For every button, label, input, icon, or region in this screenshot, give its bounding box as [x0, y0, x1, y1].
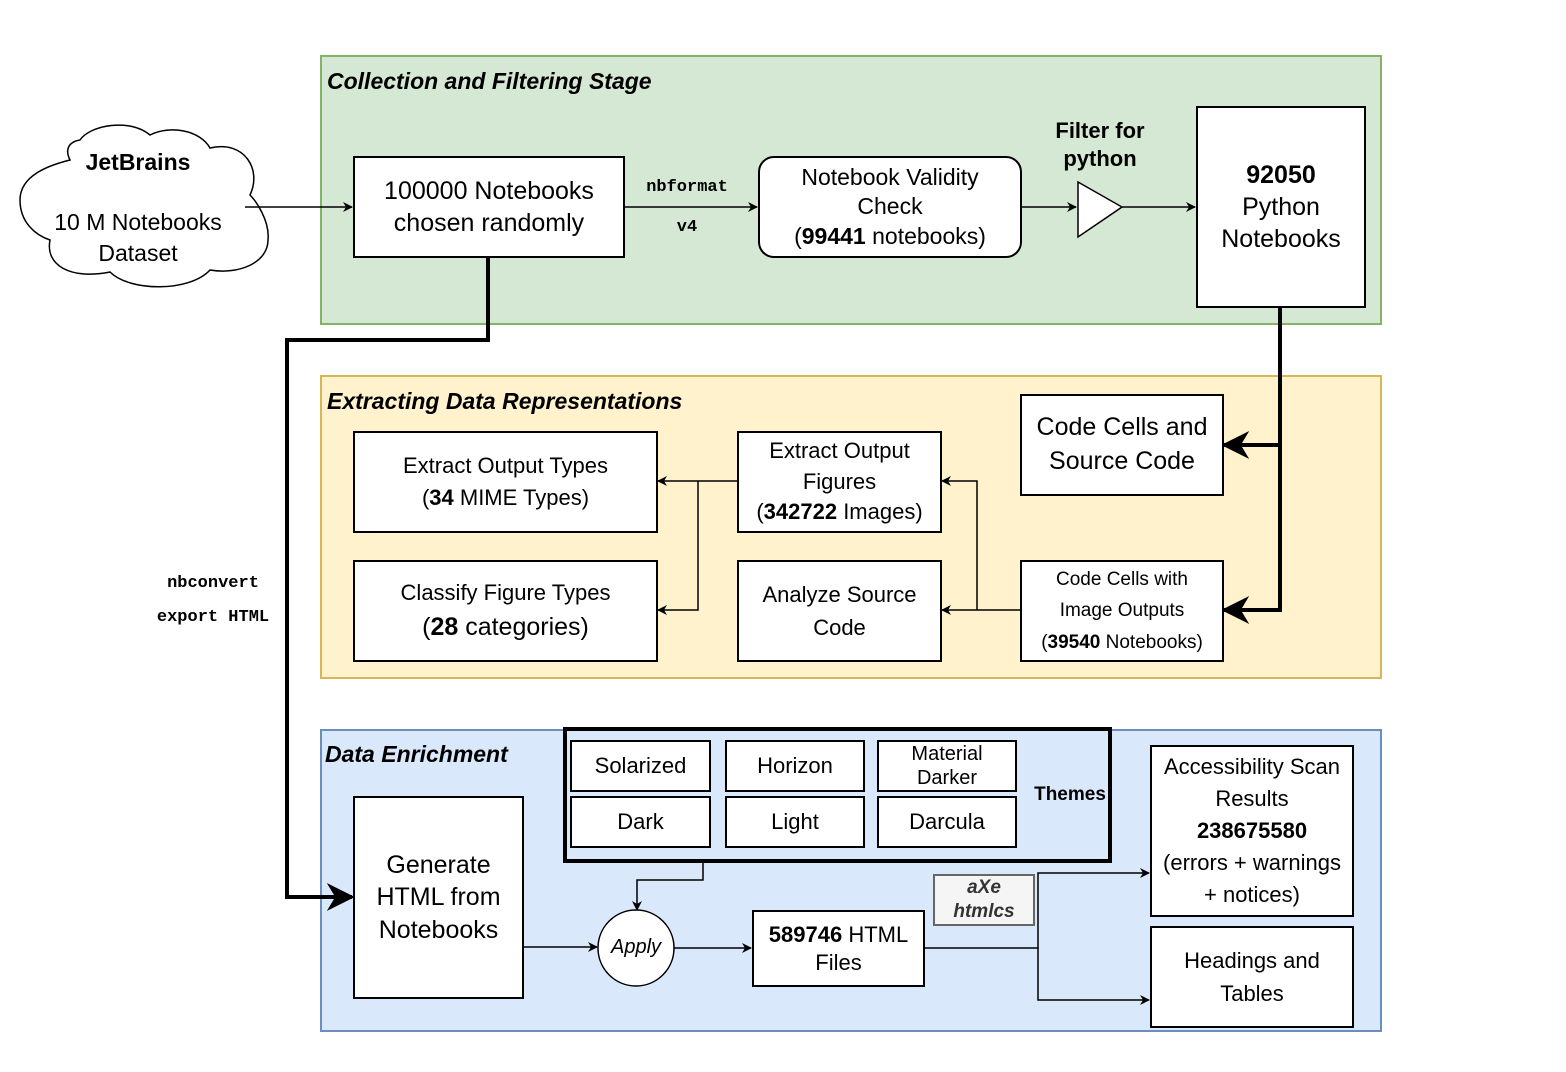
axe-htmlcs-tools-box: aXe htmlcs [933, 874, 1035, 926]
theme-dark: Dark [570, 796, 711, 848]
analyze-line2: Code [813, 615, 866, 640]
generate-html-box: Generate HTML from Notebooks [353, 796, 524, 999]
nbconvert-label: nbconvert [167, 574, 259, 593]
classify-line2: (28 categories) [422, 612, 589, 641]
code-cells-line2: Source Code [1049, 447, 1195, 475]
validity-check-box: Notebook Validity Check (99441 notebooks… [758, 156, 1022, 258]
apply-label: Apply [610, 936, 662, 958]
python-line2: Notebooks [1221, 225, 1341, 253]
output-figures-line1: Extract Output [769, 437, 910, 463]
extracting-stage-title: Extracting Data Representations [327, 388, 683, 414]
imageoutputs-to-figures-arrow [941, 476, 978, 610]
headings-tables-box: Headings and Tables [1150, 926, 1354, 1028]
code-cells-image-outputs-box: Code Cells with Image Outputs (39540 Not… [1020, 560, 1224, 662]
code-cells-line1: Code Cells and [1036, 413, 1208, 442]
generate-line3: Notebooks [378, 915, 499, 944]
validity-line3: (99441 notebooks) [794, 222, 986, 249]
figures-to-classify-arrow [657, 481, 699, 615]
image-outputs-line1: Code Cells with [1056, 568, 1188, 590]
generate-line2: HTML from [376, 883, 501, 912]
classify-figure-types-box: Classify Figure Types (28 categories) [353, 560, 658, 662]
html-to-headings-arrow [1037, 948, 1150, 1005]
output-types-line1: Extract Output Types [402, 453, 609, 479]
random-line1: 100000 Notebooks [384, 176, 594, 205]
filter-triangle [1077, 180, 1124, 239]
random-line2: chosen randomly [393, 209, 585, 237]
validity-line1: Notebook Validity [801, 163, 979, 190]
headings-line2: Tables [1220, 981, 1284, 1006]
image-outputs-line2: Image Outputs [1059, 600, 1185, 622]
html-files-line1: 589746 HTML [768, 922, 909, 947]
theme-material-darker: Material Darker [877, 740, 1017, 792]
random-notebooks-box: 100000 Notebooks chosen randomly [353, 156, 625, 258]
python-notebooks-box: 92050 Python Notebooks [1196, 106, 1366, 308]
python-to-imageoutputs-arrow [1221, 445, 1282, 624]
accessibility-line1: Accessibility Scan [1163, 754, 1341, 780]
extract-output-figures-box: Extract Output Figures (342722 Images) [737, 431, 942, 533]
output-figures-line2: Figures [802, 468, 877, 494]
themes-label: Themes [1034, 784, 1106, 805]
headings-line1: Headings and [1184, 948, 1320, 973]
cloud-title: JetBrains [85, 149, 191, 175]
enrichment-stage-title: Data Enrichment [325, 741, 508, 767]
extract-output-types-box: Extract Output Types (34 MIME Types) [353, 431, 658, 533]
python-to-codecells-arrow [1221, 308, 1282, 459]
collection-stage-title: Collection and Filtering Stage [327, 68, 652, 94]
html-files-box: 589746 HTML Files [752, 910, 925, 987]
output-types-line2: (34 MIME Types) [421, 485, 590, 510]
theme-horizon: Horizon [725, 740, 865, 792]
accessibility-line4: + notices) [1204, 881, 1300, 907]
cloud-line2: Dataset [98, 240, 178, 266]
analyze-line1: Analyze Source [762, 582, 917, 607]
nbformat-label: nbformat [646, 178, 728, 197]
output-figures-line3: (342722 Images) [756, 499, 923, 525]
image-outputs-line3: (39540 Notebooks) [1041, 631, 1203, 653]
accessibility-line2: Results [1215, 786, 1289, 812]
filter-label-line2: python [1063, 146, 1137, 171]
html-files-line2: Files [815, 949, 862, 975]
generate-line1: Generate [386, 850, 491, 879]
export-html-label: export HTML [156, 608, 270, 627]
python-count: 92050 [1246, 161, 1316, 189]
accessibility-count: 238675580 [1196, 818, 1308, 844]
tools-line1: aXe [967, 877, 1001, 899]
accessibility-line3: (errors + warnings [1163, 849, 1341, 875]
analyze-source-code-box: Analyze Source Code [737, 560, 942, 662]
theme-darcula: Darcula [877, 796, 1017, 848]
code-cells-source-box: Code Cells and Source Code [1020, 394, 1224, 496]
html-to-accessibility-arrow [925, 868, 1150, 949]
validity-line2: Check [857, 193, 923, 220]
theme-solarized: Solarized [570, 740, 711, 792]
cloud-line1: 10 M Notebooks [54, 209, 222, 235]
jetbrains-cloud-shape [19, 124, 269, 288]
theme-material-line1: Material [911, 743, 983, 765]
accessibility-scan-box: Accessibility Scan Results 238675580 (er… [1150, 745, 1354, 917]
v4-label: v4 [676, 218, 698, 237]
themes-to-apply-arrow [632, 862, 704, 911]
filter-label-line1: Filter for [1055, 118, 1145, 143]
theme-material-line2: Darker [916, 767, 977, 789]
python-line1: Python [1242, 193, 1320, 221]
theme-light: Light [725, 796, 865, 848]
random-to-generate-arrow [285, 258, 490, 911]
tools-line2: htmlcs [953, 901, 1015, 922]
classify-line1: Classify Figure Types [400, 579, 611, 605]
